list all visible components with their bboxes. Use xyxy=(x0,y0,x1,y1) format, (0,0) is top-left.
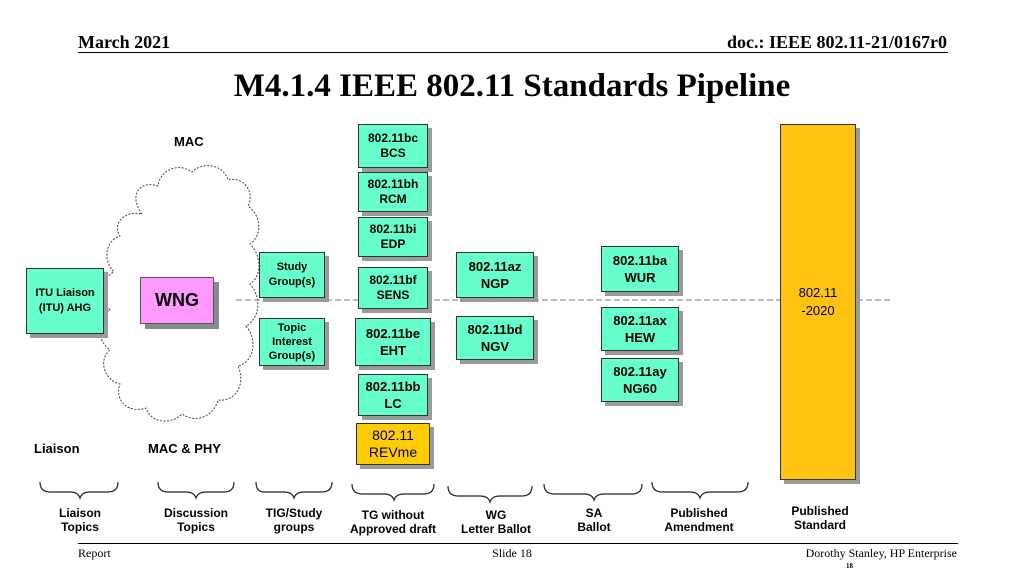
bc-line2: BCS xyxy=(380,146,406,160)
bi-line1: 802.11bi xyxy=(369,222,417,236)
tg-box-802-11bf: 802.11bf SENS xyxy=(358,267,428,309)
sa-box-802-11ax: 802.11ax HEW xyxy=(601,307,679,351)
sa-box-802-11ba: 802.11ba WUR xyxy=(601,246,679,292)
study-line2: Group(s) xyxy=(268,276,316,288)
topic-line2: Interest xyxy=(272,336,312,348)
mac-label: MAC xyxy=(174,134,204,149)
ba-line2: WUR xyxy=(624,270,656,285)
itu-line1: ITU Liaison xyxy=(35,287,95,299)
study-group-box: Study Group(s) xyxy=(259,252,325,298)
mac-phy-label: MAC & PHY xyxy=(148,441,221,456)
az-line1: 802.11az xyxy=(468,259,522,274)
published-line2: -2020 xyxy=(801,303,835,318)
sa-box-802-11ay: 802.11ay NG60 xyxy=(601,358,679,402)
ax-line1: 802.11ax xyxy=(613,313,667,328)
brace-discussion xyxy=(157,481,235,500)
topic-line1: Topic xyxy=(277,322,307,334)
be-line2: EHT xyxy=(380,343,406,358)
bb-line2: LC xyxy=(384,396,402,411)
topic-interest-group-box: Topic Interest Group(s) xyxy=(259,318,325,366)
tg-box-802-11bh: 802.11bh RCM xyxy=(358,172,428,212)
tg-box-802-11bb: 802.11bb LC xyxy=(358,374,428,416)
tg-box-802-11bi: 802.11bi EDP xyxy=(358,217,428,257)
tg-box-802-11bc: 802.11bc BCS xyxy=(358,124,428,168)
brace-tig xyxy=(255,481,333,500)
brace-wg xyxy=(447,485,533,504)
ay-line1: 802.11ay xyxy=(613,364,667,379)
bf-line1: 802.11bf xyxy=(369,273,417,287)
tg-box-802-11be: 802.11be EHT xyxy=(355,318,431,366)
brace-sa xyxy=(543,483,643,502)
footer-left: Report xyxy=(78,546,111,560)
study-line1: Study xyxy=(276,261,308,273)
wg-box-802-11az: 802.11az NGP xyxy=(456,252,534,298)
published-line1: 802.11 xyxy=(798,285,838,300)
brace-tg xyxy=(351,483,435,502)
slide-title: M4.1.4 IEEE 802.11 Standards Pipeline xyxy=(233,68,791,104)
itu-liaison-box: ITU Liaison (ITU) AHG xyxy=(26,268,104,334)
ba-line1: 802.11ba xyxy=(612,253,668,268)
brace-amendment xyxy=(651,481,749,500)
bd-line1: 802.11bd xyxy=(467,322,523,337)
az-line2: NGP xyxy=(480,276,510,291)
footer-author: Dorothy Stanley, HP Enterprise xyxy=(805,546,957,560)
bf-line2: SENS xyxy=(376,288,410,302)
revme-line2: REVme xyxy=(368,444,418,460)
liaison-label: Liaison xyxy=(34,441,80,456)
ay-line2: NG60 xyxy=(623,381,657,396)
be-line1: 802.11be xyxy=(365,326,421,341)
tg-box-802-11-revme: 802.11 REVme xyxy=(356,423,430,465)
page-number: 18 xyxy=(846,562,853,570)
header-divider xyxy=(78,52,948,53)
bh-line2: RCM xyxy=(379,192,407,206)
ax-line2: HEW xyxy=(624,330,656,345)
header-date: March 2021 xyxy=(78,32,171,52)
bi-line2: EDP xyxy=(380,237,406,251)
itu-line2: (ITU) AHG xyxy=(38,302,92,314)
revme-line1: 802.11 xyxy=(372,427,414,443)
bd-line2: NGV xyxy=(480,339,510,354)
bc-line1: 802.11bc xyxy=(367,131,419,145)
footer-slide-number: Slide 18 xyxy=(492,546,532,560)
topic-line3: Group(s) xyxy=(268,350,316,362)
bh-line1: 802.11bh xyxy=(367,177,419,191)
brace-liaison xyxy=(39,481,119,500)
published-standard-box: 802.11 -2020 xyxy=(780,124,856,480)
wng-box: WNG xyxy=(140,277,214,324)
footer-divider xyxy=(78,543,958,544)
header-doc-id: doc.: IEEE 802.11-21/0167r0 xyxy=(726,32,947,52)
wg-box-802-11bd: 802.11bd NGV xyxy=(456,316,534,360)
bb-line1: 802.11bb xyxy=(365,379,421,394)
